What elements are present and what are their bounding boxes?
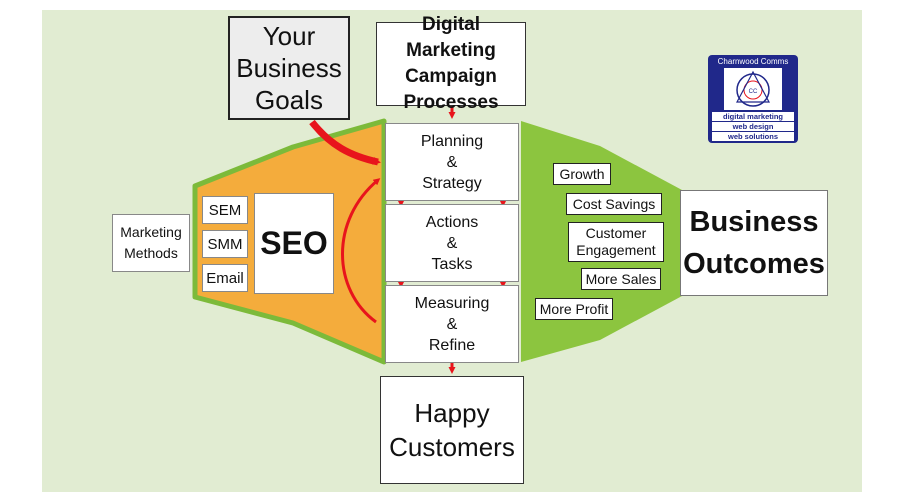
logo-line-web-design: web design: [712, 122, 794, 131]
outcome-label: Growth: [559, 165, 605, 182]
campaign-processes-box: Digital Marketing Campaign Processes: [376, 14, 526, 113]
process-actions-tasks: Actions & Tasks: [385, 204, 519, 282]
outcome-label: More Profit: [539, 300, 609, 317]
happy-customers-box: Happy Customers: [380, 376, 524, 484]
seo-box: SEO: [254, 193, 334, 294]
your-business-goals-box: Your Business Goals: [228, 16, 350, 120]
svg-text:CC: CC: [749, 89, 758, 95]
logo-name: Charnwood Comms: [717, 57, 789, 66]
business-outcomes-box: Business Outcomes: [680, 190, 828, 296]
marketing-methods-box: Marketing Methods: [112, 214, 190, 272]
process-label: Actions & Tasks: [425, 213, 479, 273]
your-business-goals-label: Your Business Goals: [236, 21, 342, 115]
method-smm: SMM: [202, 230, 248, 258]
campaign-processes-label: Digital Marketing Campaign Processes: [403, 14, 499, 113]
seo-label: SEO: [260, 225, 328, 261]
feedback-loop-arrow: [341, 178, 381, 324]
outcome-label: Customer Engagement: [576, 225, 656, 258]
charnwood-comms-logo: Charnwood Comms CC digital marketing web…: [708, 55, 798, 143]
process-label: Measuring & Refine: [414, 294, 490, 354]
outcome-cost-savings: Cost Savings: [566, 193, 662, 215]
logo-line-digital-marketing: digital marketing: [712, 112, 794, 121]
outcome-label: More Sales: [585, 270, 657, 287]
process-label: Planning & Strategy: [420, 132, 484, 192]
outcome-label: Cost Savings: [572, 195, 656, 212]
goals-arrow: [309, 119, 381, 166]
method-sem: SEM: [202, 196, 248, 224]
method-email: Email: [202, 264, 248, 292]
marketing-methods-label: Marketing Methods: [120, 224, 182, 261]
process-planning-strategy: Planning & Strategy: [385, 123, 519, 201]
process-measuring-refine: Measuring & Refine: [385, 285, 519, 363]
outcome-more-profit: More Profit: [535, 298, 613, 320]
logo-emblem-icon: CC: [724, 68, 782, 110]
method-label: Email: [206, 269, 244, 287]
logo-line-web-solutions: web solutions: [712, 132, 794, 141]
method-label: SMM: [207, 235, 243, 253]
business-outcomes-label: Business Outcomes: [683, 206, 825, 280]
happy-customers-label: Happy Customers: [389, 398, 515, 462]
outcome-growth: Growth: [553, 163, 611, 185]
outcome-customer-engagement: Customer Engagement: [568, 222, 664, 262]
method-label: SEM: [208, 201, 242, 219]
outcome-more-sales: More Sales: [581, 268, 661, 290]
